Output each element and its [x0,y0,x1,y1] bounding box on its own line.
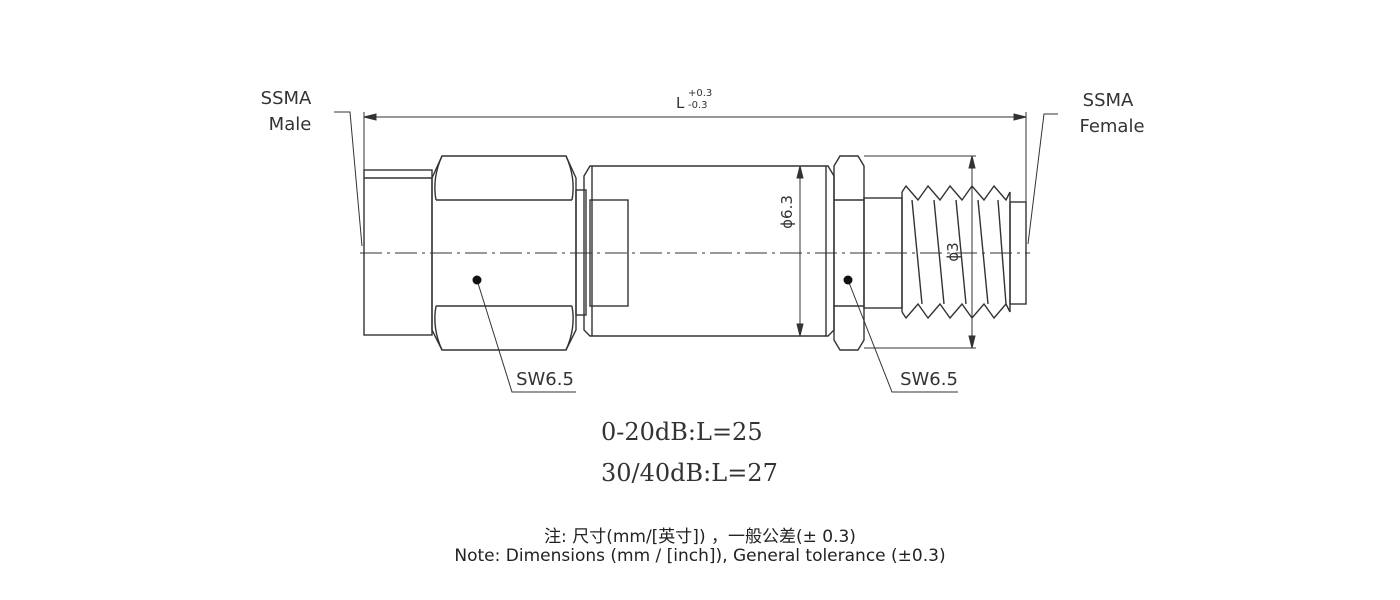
wrench-size-right: SW6.5 [900,369,958,390]
spec-line-1: 0-20dB:L=25 [601,418,763,446]
wrench-marker-right [843,275,853,285]
note-chinese: 注: 尺寸(mm/[英寸]) ，一般公差(± 0.3) [544,527,856,547]
length-label: L [676,94,685,112]
female-label-line1: SSMA [1083,90,1134,111]
hex-nut-right [833,155,865,351]
thread-diameter-label: ϕ3 [944,242,962,261]
length-tolerance-minus: -0.3 [688,100,708,111]
female-label-line2: Female [1079,116,1144,137]
body-diameter-dimension [796,165,804,337]
main-body [583,165,835,337]
male-label-line2: Male [269,114,312,135]
leaders [334,111,1058,393]
length-dimension [363,112,1027,202]
note-english: Note: Dimensions (mm / [inch]), General … [454,546,946,566]
hex-nut-left [431,155,577,351]
wrench-marker-left [472,275,482,285]
thread-diameter-dimension [864,155,976,349]
length-tolerance-plus: +0.3 [688,88,712,99]
body-diameter-label: ϕ6.3 [778,195,796,229]
wrench-size-left: SW6.5 [516,369,574,390]
male-label-line1: SSMA [261,88,312,109]
spec-line-2: 30/40dB:L=27 [601,459,778,487]
